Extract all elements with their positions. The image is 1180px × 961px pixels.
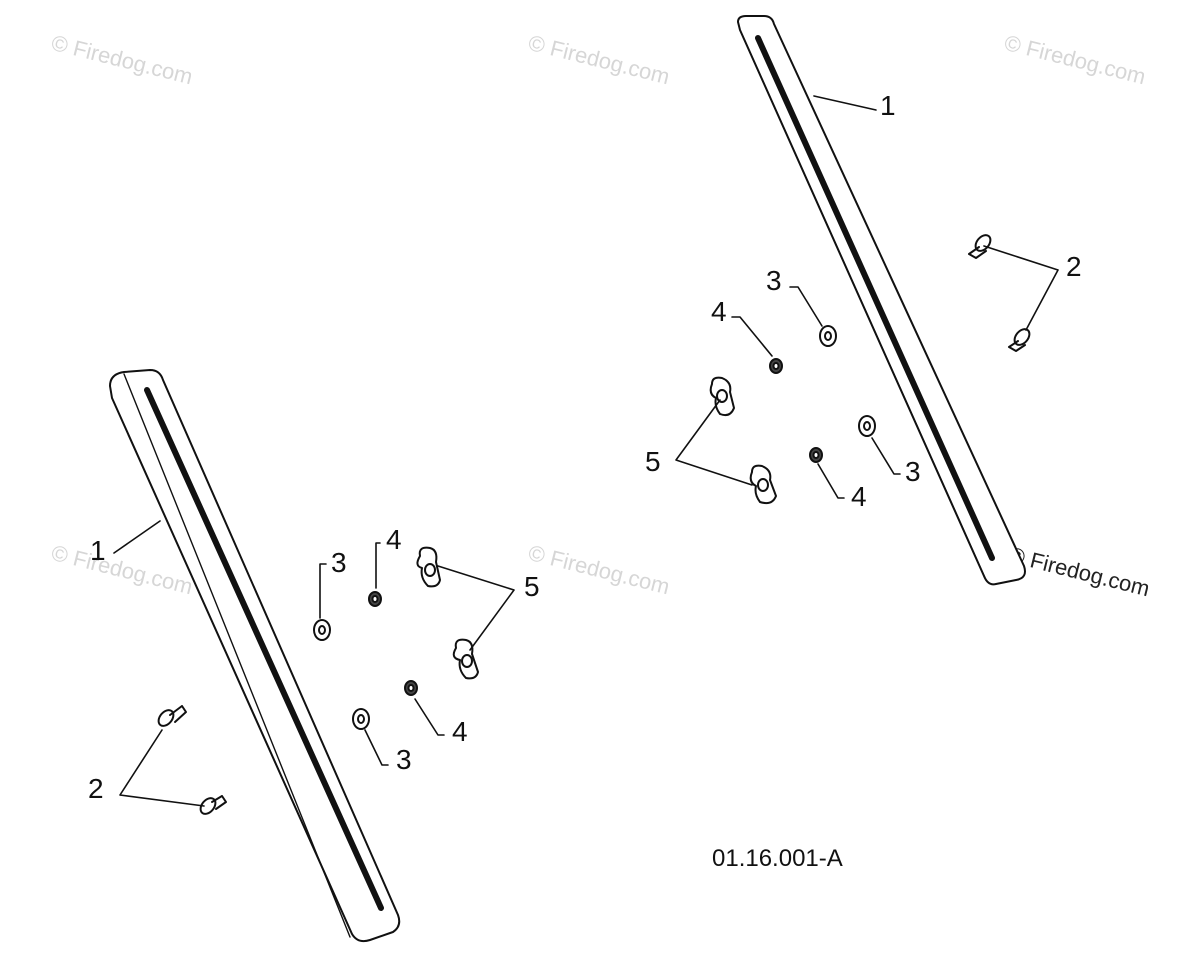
left-nut-bottom [404,680,418,696]
right-bolt-bottom [1008,328,1031,352]
right-nut-top [769,358,783,374]
callout-left-wing-nut: 5 [524,571,540,602]
callout-right-wing-nut: 5 [645,446,661,477]
right-nut-bottom [809,447,823,463]
callout-left-washer-bottom: 3 [396,744,412,775]
callout-left-nut-top: 4 [386,524,402,555]
callout-right-nut-bottom: 4 [851,481,867,512]
left-washer-bottom [352,708,370,730]
callout-left-bolt: 2 [88,773,104,804]
right-washer-bottom [858,415,876,437]
left-leaders [113,520,515,807]
left-wing-nut-top [416,546,441,588]
right-bolt-top [968,234,992,259]
callout-right-bolt: 2 [1066,251,1082,282]
left-bolt-bottom [199,795,227,815]
left-washer-top [313,619,331,641]
left-bolt-top [157,705,187,727]
callout-right-washer-top: 3 [766,265,782,296]
left-nut-top [368,591,382,607]
callout-right-rail: 1 [880,90,896,121]
callout-left-washer-top: 3 [331,547,347,578]
right-leaders [675,95,1059,499]
left-rail [109,369,401,943]
callout-left-nut-bottom: 4 [452,716,468,747]
callout-right-washer-bottom: 3 [905,456,921,487]
callout-left-rail: 1 [90,535,106,566]
callout-right-nut-top: 4 [711,296,727,327]
right-wing-nut-bottom [749,464,777,505]
left-wing-nut-bottom [452,638,479,680]
right-rail [737,15,1026,586]
right-wing-nut-top [709,376,735,417]
drawing-code: 01.16.001-A [712,845,843,872]
right-washer-top [819,325,837,347]
